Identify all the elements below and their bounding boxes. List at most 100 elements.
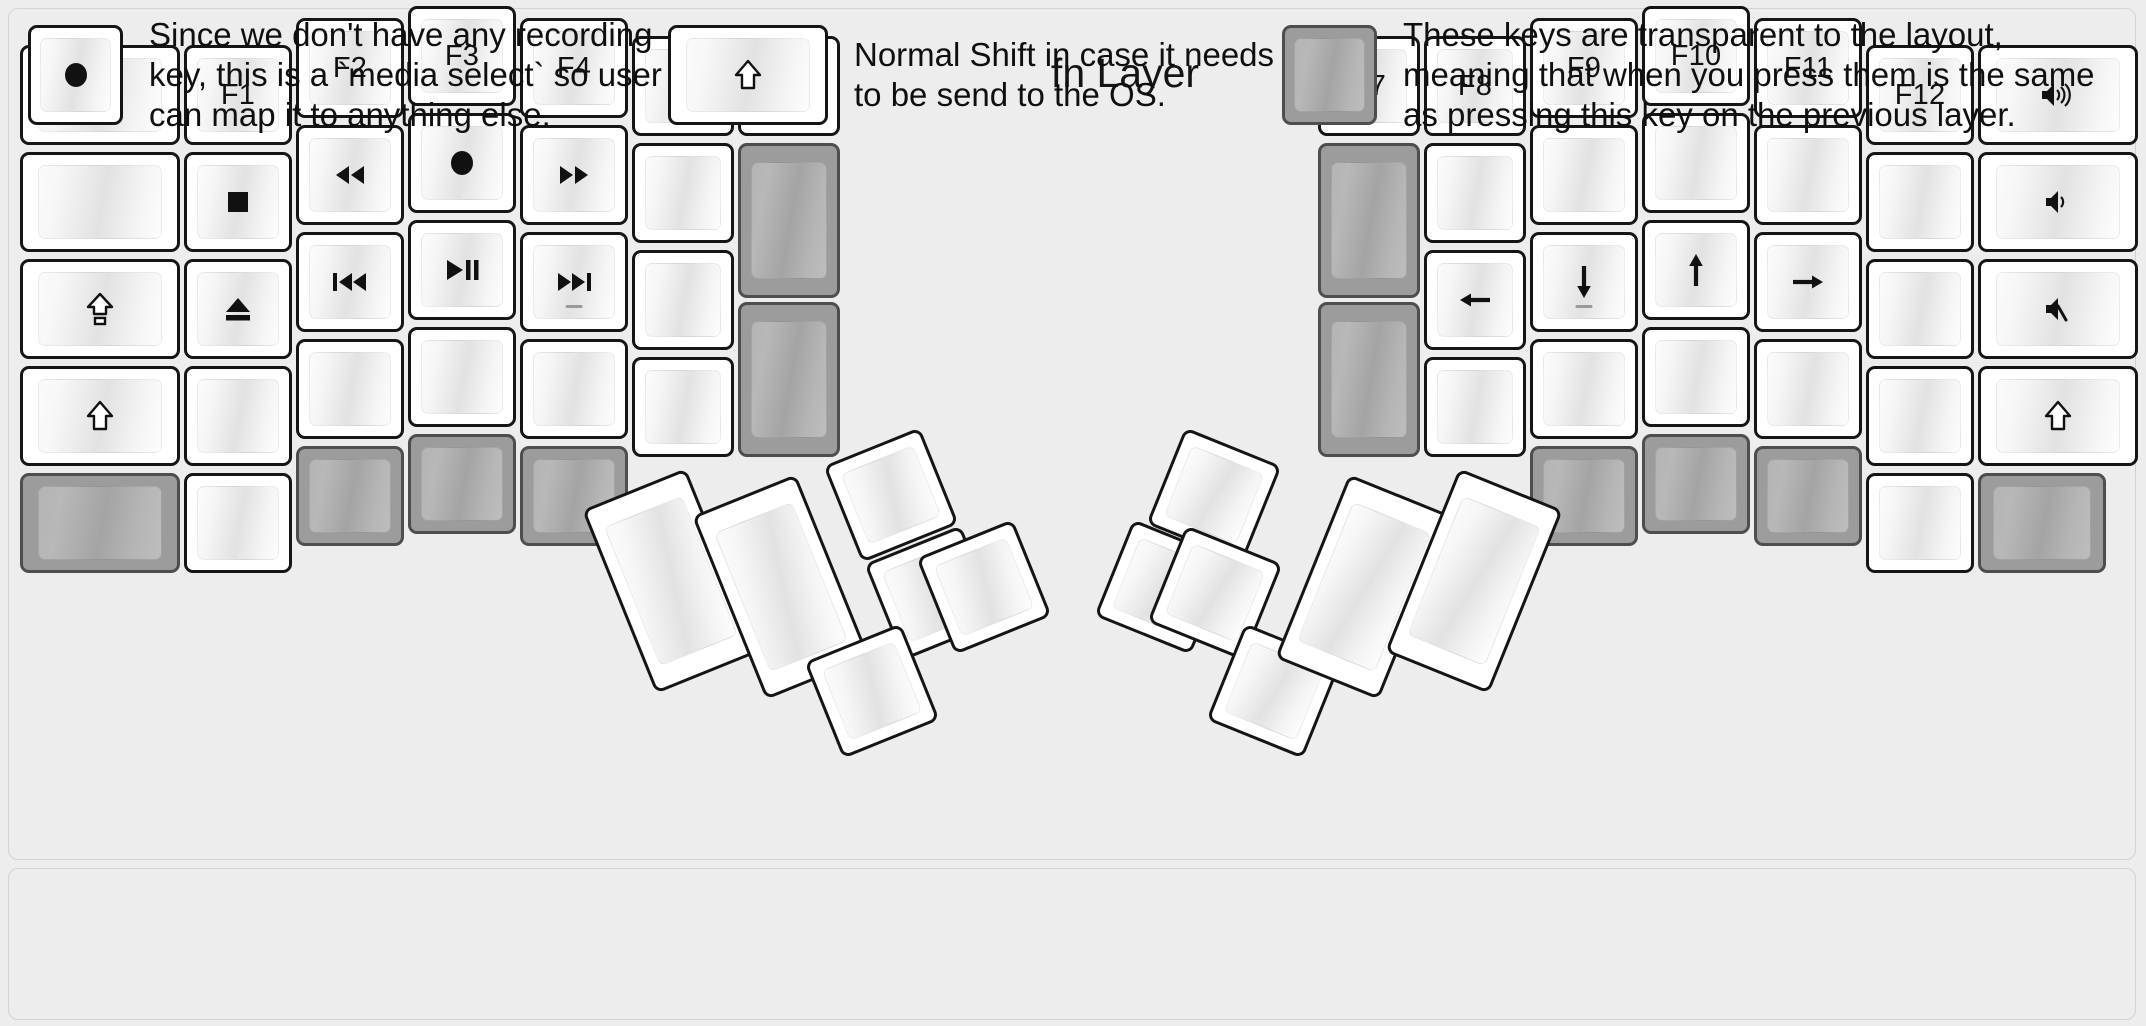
key-right-middle-arrow-up[interactable] [1642, 220, 1750, 320]
key-left-index-r4[interactable] [520, 339, 628, 439]
key-left-index-fast-forward[interactable] [520, 125, 628, 225]
key-right-inner-r4[interactable] [1424, 357, 1526, 457]
keycap-face [309, 352, 391, 426]
key-right-pinky-r3[interactable] [1866, 259, 1974, 359]
key-left-extra-r2-transparent[interactable] [738, 143, 840, 298]
key-left-outer-r5-transparent[interactable] [20, 473, 180, 573]
key-right-middle-f10[interactable]: F10 [1642, 6, 1750, 106]
key-right-index-r2[interactable] [1530, 125, 1638, 225]
keycap-face [1879, 272, 1961, 346]
key-label: F9 [1566, 51, 1602, 84]
key-right-outer-r5-transparent[interactable] [1978, 473, 2106, 573]
arrow-down-icon [1571, 263, 1597, 301]
key-left-inner-r4[interactable] [632, 357, 734, 457]
key-right-middle-r4[interactable] [1642, 327, 1750, 427]
legend-key-transparent[interactable] [1282, 25, 1377, 125]
keycap-face [1330, 162, 1408, 279]
key-label: F11 [1783, 51, 1833, 84]
key-left-outer-r4-shift[interactable] [20, 366, 180, 466]
key-left-inner-r3[interactable] [632, 250, 734, 350]
key-left-pinky-stop[interactable] [184, 152, 292, 252]
key-left-inner-r2[interactable] [632, 143, 734, 243]
keycap-face [39, 38, 112, 112]
key-right-index-r4[interactable] [1530, 339, 1638, 439]
keycap-face [38, 272, 162, 346]
key-left-middle-play-pause[interactable] [408, 220, 516, 320]
key-right-ring-arrow-right[interactable] [1754, 232, 1862, 332]
volume-up-icon [2038, 80, 2078, 110]
keycap-face [1543, 138, 1625, 212]
keycap-face [1996, 379, 2120, 453]
key-right-pinky-r4[interactable] [1866, 366, 1974, 466]
key-right-outer-shift[interactable] [1978, 366, 2138, 466]
key-right-inner-arrow-left[interactable] [1424, 250, 1526, 350]
key-right-ring-r5-transparent[interactable] [1754, 446, 1862, 546]
keycap-face [533, 138, 615, 212]
key-left-pinky-r4[interactable] [184, 366, 292, 466]
legend-key-shift[interactable] [668, 25, 828, 125]
key-left-outer-r2[interactable] [20, 152, 180, 252]
key-right-inner-f8[interactable]: F8 [1424, 36, 1526, 136]
key-left-ring-rewind[interactable] [296, 125, 404, 225]
fast-forward-icon [556, 162, 592, 188]
key-left-index-next-track[interactable] [520, 232, 628, 332]
key-left-ring-r5-transparent[interactable] [296, 446, 404, 546]
key-left-ring-f2[interactable]: F2 [296, 18, 404, 118]
key-left-middle-f3[interactable]: F3 [408, 6, 516, 106]
key-left-ring-prev-track[interactable] [296, 232, 404, 332]
key-right-index-arrow-down[interactable] [1530, 232, 1638, 332]
key-left-middle-r4[interactable] [408, 327, 516, 427]
key-right-pinky-f12[interactable]: F12 [1866, 45, 1974, 145]
key-right-pinky-r5[interactable] [1866, 473, 1974, 573]
key-label: F4 [556, 51, 592, 84]
rewind-icon [332, 162, 368, 188]
keycap-face [421, 126, 503, 200]
key-right-middle-r5-transparent[interactable] [1642, 434, 1750, 534]
keycap-face [644, 370, 722, 444]
legend-key-record[interactable] [28, 25, 123, 125]
keycap-face [644, 156, 722, 230]
arrow-up-icon [1683, 251, 1709, 289]
keycap-face [309, 459, 391, 533]
key-right-extra-r3-transparent[interactable] [1318, 302, 1420, 457]
key-right-extra-r2-transparent[interactable] [1318, 143, 1420, 298]
key-right-outer-volume-up[interactable] [1978, 45, 2138, 145]
key-right-outer-volume-down[interactable] [1978, 152, 2138, 252]
key-left-index-r5-transparent[interactable] [520, 446, 628, 546]
key-right-inner-r2[interactable] [1424, 143, 1526, 243]
keycap-face [1879, 379, 1961, 453]
keycap-face: F9 [1543, 31, 1625, 105]
key-right-ring-r2[interactable] [1754, 125, 1862, 225]
keycap-face [1543, 352, 1625, 426]
legend-item-shift: Normal Shift in case it needs to be send… [668, 0, 1274, 150]
key-left-ring-r4[interactable] [296, 339, 404, 439]
keycap-face [1767, 138, 1849, 212]
keycap-face [1996, 165, 2120, 239]
key-label: F2 [332, 51, 368, 84]
record-icon [447, 148, 477, 178]
key-right-middle-r2[interactable] [1642, 113, 1750, 213]
key-right-pinky-r2[interactable] [1866, 152, 1974, 252]
key-left-extra-r3-transparent[interactable] [738, 302, 840, 457]
key-left-outer-r3-capslock[interactable] [20, 259, 180, 359]
key-left-index-f4[interactable]: F4 [520, 18, 628, 118]
keycap-face [197, 379, 279, 453]
stop-icon [225, 189, 251, 215]
key-right-ring-f11[interactable]: F11 [1754, 18, 1862, 118]
keycap-face [1767, 352, 1849, 426]
key-right-outer-mute[interactable] [1978, 259, 2138, 359]
keycap-face [421, 233, 503, 307]
key-right-index-f9[interactable]: F9 [1530, 18, 1638, 118]
key-right-ring-r4[interactable] [1754, 339, 1862, 439]
legend-item-record: Since we don't have any recording key, t… [28, 0, 662, 150]
key-left-middle-record[interactable] [408, 113, 516, 213]
key-left-pinky-eject[interactable] [184, 259, 292, 359]
keycap-face [197, 272, 279, 346]
keycap-face [1436, 156, 1514, 230]
key-left-pinky-f1[interactable]: F1 [184, 45, 292, 145]
key-left-middle-r5-transparent[interactable] [408, 434, 516, 534]
legend-text-transparent: These keys are transparent to the layout… [1403, 15, 2095, 134]
keycap-face [1879, 486, 1961, 560]
keycap-face: F10 [1655, 19, 1737, 93]
key-left-pinky-r5[interactable] [184, 473, 292, 573]
